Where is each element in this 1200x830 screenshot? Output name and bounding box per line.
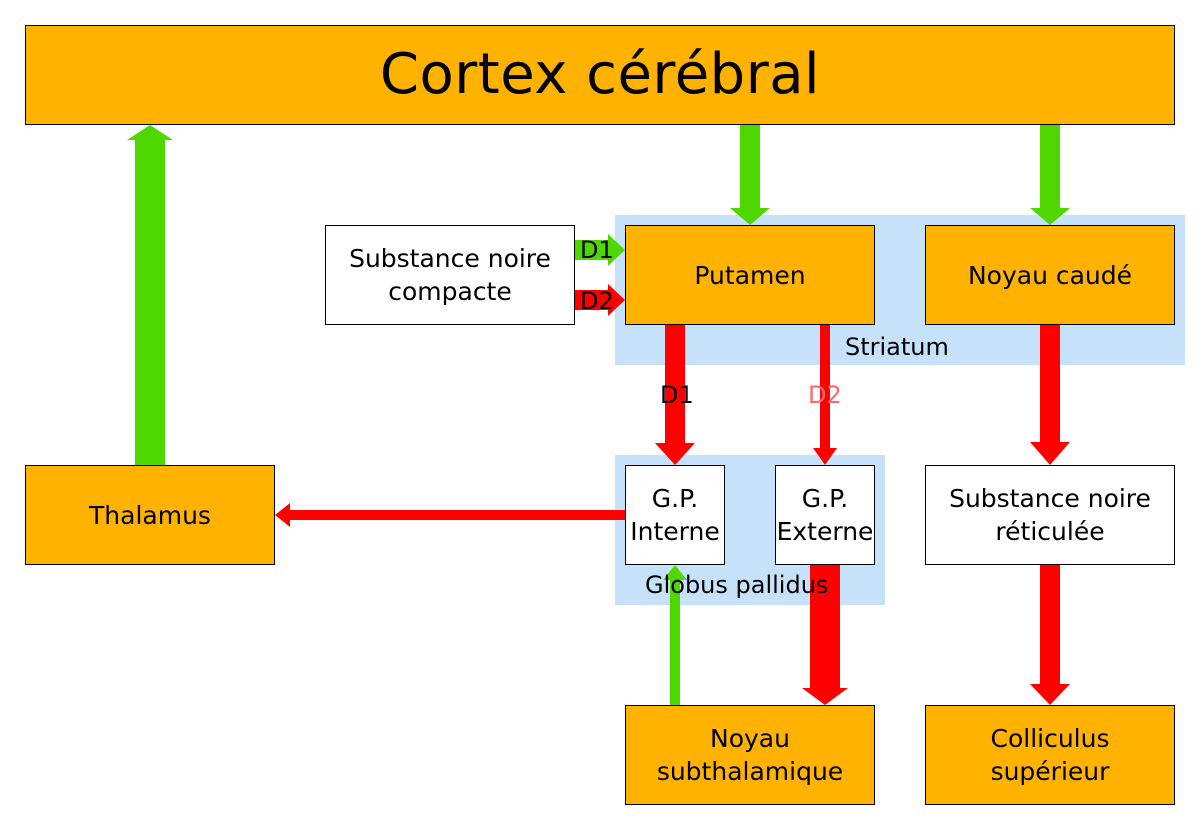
gpe-label-line2: Externe (776, 517, 874, 546)
colliculus-label-line1: Colliculus (990, 724, 1110, 753)
snc-box: Substance noire compacte (325, 225, 575, 325)
thalamus-box: Thalamus (25, 465, 275, 565)
caudate-label: Noyau caudé (967, 260, 1133, 290)
snc-label-line1: Substance noire (349, 244, 551, 273)
gpi-box: G.P. Interne (625, 465, 725, 565)
d2-label-snc-putamen: D2 (580, 287, 614, 315)
arrow-cortex-to-caudate (1030, 125, 1070, 225)
cortex-label: Cortex cérébral (379, 42, 821, 108)
gpe-box: G.P. Externe (775, 465, 875, 565)
colliculus-label-line2: supérieur (990, 757, 1110, 786)
thalamus-label: Thalamus (89, 500, 211, 530)
colliculus-box: Colliculus supérieur (925, 705, 1175, 805)
striatum-label: Striatum (845, 333, 949, 361)
cortex-box: Cortex cérébral (25, 25, 1175, 125)
snr-label-line1: Substance noire (949, 484, 1151, 513)
snr-label-line2: réticulée (995, 517, 1105, 546)
putamen-box: Putamen (625, 225, 875, 325)
gpi-label-line1: G.P. (651, 484, 699, 513)
arrow-thalamus-to-cortex (127, 125, 173, 465)
putamen-label: Putamen (694, 260, 806, 290)
gpi-label-line2: Interne (630, 517, 720, 546)
arrow-cortex-to-putamen (730, 125, 770, 225)
globus-pallidus-label: Globus pallidus (645, 571, 829, 599)
arrow-gpi-to-thalamus (275, 503, 625, 527)
arrow-snr-to-colliculus (1030, 565, 1070, 705)
d1-label-putamen-gpi: D1 (660, 381, 694, 409)
caudate-box: Noyau caudé (925, 225, 1175, 325)
gpe-label-line1: G.P. (801, 484, 849, 513)
stn-label-line2: subthalamique (656, 757, 844, 786)
stn-label-line1: Noyau (710, 724, 790, 753)
stn-box: Noyau subthalamique (625, 705, 875, 805)
snr-box: Substance noire réticulée (925, 465, 1175, 565)
snc-label-line2: compacte (388, 277, 512, 306)
d2-label-putamen-gpe: D2 (808, 381, 842, 409)
d1-label-snc-putamen: D1 (580, 236, 614, 264)
